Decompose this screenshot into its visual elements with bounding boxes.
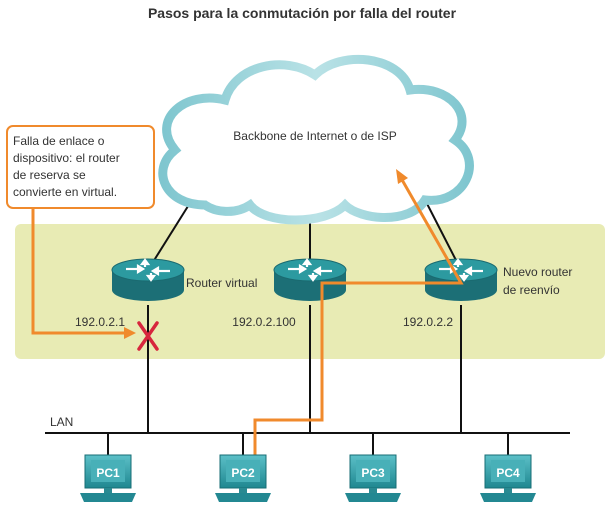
callout-line-3: de reserva se — [13, 168, 86, 182]
cloud-label: Backbone de Internet o de ISP — [233, 129, 396, 143]
router-2 — [272, 257, 348, 303]
pc-2: PC2 — [215, 454, 271, 502]
router-3-name-line2: de reenvío — [503, 283, 560, 297]
lan-drops — [147, 305, 462, 433]
failure-x-icon — [137, 321, 159, 351]
router-1 — [110, 257, 186, 303]
pc-1: PC1 — [80, 454, 136, 502]
callout-arrow — [31, 208, 136, 339]
failover-path — [253, 169, 464, 455]
pc-2-label: PC2 — [231, 466, 255, 480]
router-3-name-line1: Nuevo router — [503, 265, 572, 279]
callout-line-4: convierte en virtual. — [13, 185, 117, 199]
diagram-title: Pasos para la conmutación por falla del … — [148, 5, 457, 21]
failure-callout: Falla de enlace o dispositivo: el router… — [6, 125, 155, 209]
pc-3-label: PC3 — [361, 466, 385, 480]
callout-line-2: dispositivo: el router — [13, 151, 120, 165]
pc-4-label: PC4 — [496, 466, 520, 480]
router-1-ip: 192.0.2.1 — [75, 315, 125, 329]
pc-1-label: PC1 — [96, 466, 120, 480]
router-2-ip: 192.0.2.100 — [232, 315, 296, 329]
internet-cloud: Backbone de Internet o de ISP — [158, 54, 474, 225]
pc-3: PC3 — [345, 454, 401, 502]
lan-label: LAN — [50, 415, 73, 429]
pc-drops — [107, 433, 509, 455]
router-2-name: Router virtual — [186, 276, 257, 290]
callout-line-1: Falla de enlace o — [13, 134, 105, 148]
router-3-ip: 192.0.2.2 — [403, 315, 453, 329]
pc-4: PC4 — [480, 454, 536, 502]
